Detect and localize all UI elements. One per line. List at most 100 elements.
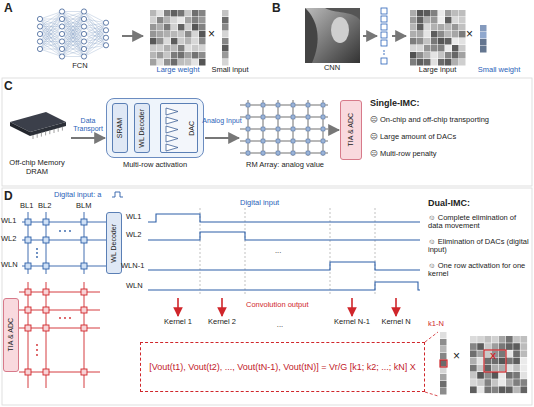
matrix-cell [431, 59, 438, 66]
chip-pin [54, 129, 55, 133]
network-link [40, 12, 62, 50]
memristor-cell [291, 103, 295, 107]
neuron [59, 9, 64, 14]
memristor-cell [261, 115, 265, 119]
matrix-cell [185, 10, 192, 17]
memristor-cell [276, 115, 280, 119]
memristor-cell [306, 127, 310, 131]
label-text: Analog Input [202, 117, 242, 125]
ellipsis-dots [36, 230, 71, 258]
matrix-cell [499, 350, 506, 357]
matrix-cell [424, 45, 431, 52]
matrix-cell [477, 358, 484, 365]
chip-pin [62, 127, 63, 131]
matrix-cell [410, 59, 417, 66]
matrix-cell [150, 45, 157, 52]
label-text: B [272, 2, 286, 15]
matrix-cell [445, 31, 452, 38]
matrix-cell [470, 358, 477, 365]
network-link [40, 12, 62, 20]
input-matrix [470, 336, 527, 393]
matrix-cell [438, 45, 445, 52]
network-link [40, 49, 62, 50]
matrix-cell [513, 372, 520, 379]
kernel-vector [440, 332, 447, 395]
label-text: WLN-1 [121, 262, 147, 270]
matrix-cell [513, 350, 520, 357]
network-link [84, 45, 106, 56]
matrix-cell [222, 59, 229, 66]
memristor-cell [246, 115, 250, 119]
label-text: WLN [1, 261, 21, 269]
network-link [62, 12, 84, 57]
matrix-cell [445, 17, 452, 24]
matrix-cell [431, 38, 438, 45]
chip-pin [58, 128, 59, 132]
label-text: RM Array: analog value [240, 161, 330, 169]
matrix-cell [445, 24, 452, 31]
matrix-cell [440, 332, 447, 339]
label-text: X [490, 351, 504, 361]
flow-arrow [392, 35, 406, 37]
label-text: Convolution output [246, 301, 336, 309]
network-link [40, 19, 62, 49]
neuron [37, 24, 42, 29]
text-holder: DAC [188, 104, 196, 152]
neuron [37, 16, 42, 21]
label-text: Dual-IMC: [428, 198, 532, 208]
panel-frame [2, 188, 532, 405]
lena-image [331, 17, 349, 43]
matrix-cell [452, 38, 459, 45]
matrix-cell [192, 45, 199, 52]
network-link [40, 19, 62, 57]
matrix-cell [410, 31, 417, 38]
matrix-cell [480, 25, 487, 32]
sram-box: SRAM [112, 103, 128, 153]
memristor-cell [276, 151, 280, 155]
matrix-cell [164, 59, 171, 66]
label-text: CNN [312, 64, 352, 72]
neuron [81, 9, 86, 14]
network-link [62, 12, 84, 57]
network-link [84, 12, 106, 31]
matrix-cell [470, 336, 477, 343]
matrix-cell [513, 365, 520, 372]
matrix-cell [520, 365, 527, 372]
matrix-cell [499, 365, 506, 372]
matrix-cell [417, 17, 424, 24]
label-text: Data Transport [68, 117, 108, 133]
input-matrix [410, 10, 466, 66]
matrix-cell [199, 45, 206, 52]
matrix-cell [459, 45, 466, 52]
label-text: ☺ Elimination of DACs (digital input) [428, 238, 532, 255]
unrolled-column [381, 8, 387, 64]
matrix-cell [164, 31, 171, 38]
network-link [62, 49, 84, 57]
matrix-cell [424, 10, 431, 17]
matrix-cell [440, 360, 447, 367]
matrix-cell [520, 386, 527, 393]
matrix-cell [440, 388, 447, 395]
dac-symbols [162, 104, 184, 152]
matrix-cell [506, 379, 513, 386]
matrix-cell [185, 24, 192, 31]
matrix-cell [440, 381, 447, 388]
matrix-cell [417, 38, 424, 45]
output-arrow [178, 298, 396, 316]
network-link [40, 34, 62, 49]
ellipsis-dots [36, 317, 71, 356]
memristor-cell [261, 151, 265, 155]
memristor-cell [246, 151, 250, 155]
matrix-cell [459, 24, 466, 31]
network-link [84, 23, 106, 42]
highlight-box [440, 360, 447, 367]
matrix-cell [150, 24, 157, 31]
matrix-cell [424, 38, 431, 45]
matrix-cell [178, 17, 185, 24]
matrix-cell [178, 31, 185, 38]
matrix-cell [445, 10, 452, 17]
label-text: ☹ Multi-row penalty [370, 150, 532, 158]
matrix-cell [506, 336, 513, 343]
network-link [40, 34, 62, 49]
matrix-cell [417, 10, 424, 17]
